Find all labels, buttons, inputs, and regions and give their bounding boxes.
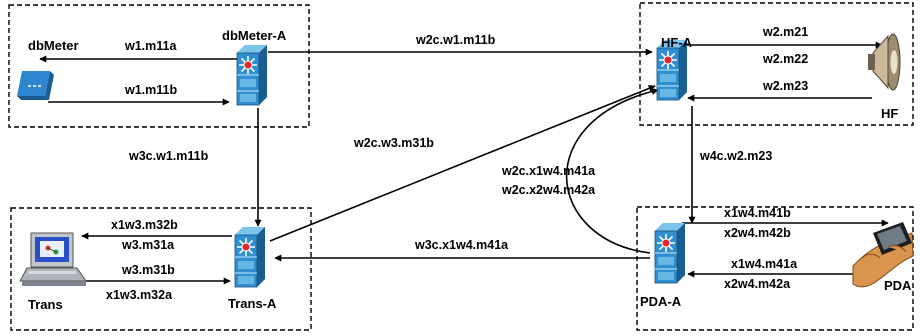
edge-w2c-x1w4-m41a [565, 88, 659, 254]
edge-label-w2-m23: w2.m23 [762, 79, 808, 93]
edge-label-x1w4-m41b: x1w4.m41b [724, 206, 791, 220]
edge-label-x1w3-m32b: x1w3.m32b [111, 218, 178, 232]
node-label-hf-a: HF-A [661, 35, 693, 50]
edge-label-w3c-x1w4-m41a: w3c.x1w4.m41a [414, 238, 509, 252]
speaker-icon [868, 33, 901, 91]
edge-label-w4c-w2-m23: w4c.w2.m23 [699, 149, 772, 163]
workstation-icon [19, 232, 87, 286]
edge-label-w2-m21: w2.m21 [762, 25, 808, 39]
edge-label-x2w4-m42a: x2w4.m42a [724, 277, 791, 291]
edge-w2c-w3-m31b [269, 85, 656, 242]
node-label-dbmeter-a: dbMeter-A [222, 28, 287, 43]
edge-label-w2c-x2w4-m42a: w2c.x2w4.m42a [501, 183, 596, 197]
node-label-trans-a: Trans-A [228, 296, 277, 311]
multilayer-switch-icon [236, 44, 268, 106]
edge-label-w3c-w1-m11b: w3c.w1.m11b [128, 149, 209, 163]
edge-label-w2c-w3-m31b: w2c.w3.m31b [353, 136, 434, 150]
edge-label-w3-m31a: w3.m31a [121, 238, 175, 252]
node-label-dbmeter: dbMeter [28, 38, 79, 53]
multilayer-switch-icon [234, 226, 266, 288]
edge-label-w2-m22: w2.m22 [762, 52, 808, 66]
node-label-pda-a: PDA-A [640, 294, 682, 309]
group-box-pda [636, 206, 914, 331]
node-label-pda: PDA [884, 278, 912, 293]
edge-label-x2w4-m42b: x2w4.m42b [724, 226, 791, 240]
meter-device-icon [17, 71, 54, 100]
pda-hand-icon [852, 222, 914, 288]
group-box-dbmeter [8, 4, 310, 128]
edge-label-w2c-w1-m11b: w2c.w1.m11b [415, 33, 496, 47]
group-box-hf [639, 2, 914, 126]
node-label-trans: Trans [28, 297, 63, 312]
node-label-hf: HF [881, 106, 898, 121]
multilayer-switch-icon [654, 222, 686, 284]
edge-label-w2c-x1w4-m41a: w2c.x1w4.m41a [501, 164, 596, 178]
group-box-trans [10, 207, 312, 331]
edge-label-w3-m31b: w3.m31b [121, 263, 175, 277]
edge-label-x1w4-m41a: x1w4.m41a [731, 257, 798, 271]
edge-label-x1w3-m32a: x1w3.m32a [106, 288, 173, 302]
edge-label-w1-m11b: w1.m11b [124, 83, 177, 97]
edge-label-w1-m11a: w1.m11a [124, 39, 177, 53]
